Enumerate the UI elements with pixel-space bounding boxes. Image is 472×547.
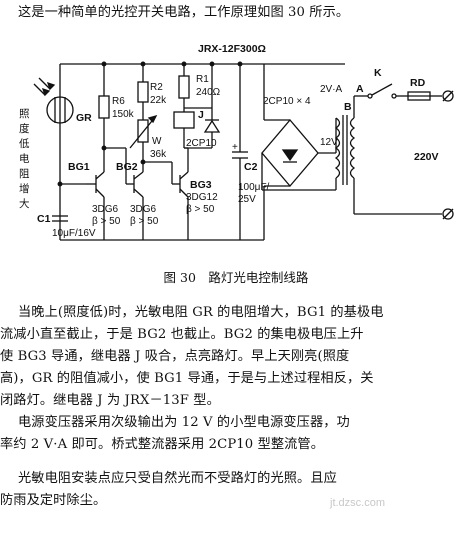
svg-text:阻: 阻 [19,168,30,180]
watermark: jt.dzsc.com [330,497,386,509]
svg-text:照: 照 [19,108,30,120]
w-value: 36k [150,149,167,160]
body-line-7: 率约 2 V·A 即可。桥式整流器采用 2CP10 型整流管。 [0,437,325,452]
terminal-top [442,90,454,102]
terminal-bottom [442,208,454,220]
potentiometer-w [129,114,158,162]
body-line-1: 当晚上(照度低)时，光敏电阻 GR 的电阻增大，BG1 的基极电 [18,305,384,320]
transistor-bg1 [86,171,105,240]
relay-model-label: JRX-12F300Ω [198,43,266,55]
body-line-4: 高)，GR 的阻值减小，使 BG1 导通，于是与上述过程相反，关 [0,371,374,386]
r1-value: 240Ω [196,87,221,98]
body-line-3: 使 BG3 导通，继电器 J 吸合，点亮路灯。早上天刚亮(照度 [0,349,350,364]
bg1-name: BG1 [68,161,90,173]
svg-text:+: + [232,142,238,153]
gr-label: GR [76,112,92,124]
capacitor-c2 [232,151,248,240]
body-line-5: 闭路灯。继电器 J 为 JRX－13F 型。 [0,393,220,408]
a-label: A [356,83,364,95]
12v-label: 12V [320,137,338,148]
svg-text:度: 度 [19,122,30,135]
body-line-8: 光敏电阻安装点应只受自然光而不受路灯的光照。且应 [18,471,337,486]
transistor-bg3 [172,171,189,240]
body-line-2: 流减小直至截止，于是 BG2 也截止。BG2 的集电极电压上升 [0,327,364,342]
bg3-beta: β > 50 [186,204,215,215]
w-name: W [152,136,162,147]
diode-label: 2CP10 [186,138,217,149]
transistor-bg2 [126,162,144,240]
diode-2cp10 [184,108,221,149]
bg2-beta: β > 50 [130,216,159,227]
svg-text:电: 电 [19,152,30,165]
bg1-type: 3DG6 [92,204,119,215]
transformer [334,96,356,214]
bridge-rectifier [261,118,319,188]
fuse-rd [407,91,431,101]
j-label: J [198,109,204,121]
r2-name: R2 [150,82,163,93]
c1-value: 10μF/16V [52,228,96,239]
resistor-r6 [98,64,110,172]
c2-voltage: 25V [238,194,256,205]
resistor-r1 [178,64,212,109]
c2-value: 100μF/ [238,182,270,193]
bg3-name: BG3 [190,179,212,191]
capacitor-c1 [52,215,68,222]
body-line-6: 电源变压器采用次级输出为 12 V 的小型电源变压器，功 [18,415,350,430]
220v-label: 220V [414,151,439,163]
bg2-name: BG2 [116,161,138,173]
bg1-beta: β > 50 [92,216,121,227]
figure-caption: 图 30 路灯光电控制线路 [163,270,309,285]
transformer-power: 2V·A [320,84,343,95]
c1-label: C1 [37,213,51,225]
gr-note: 照 度 低 电 阻 增 大 [19,108,30,210]
k-label: K [374,67,382,79]
bg2-type: 3DG6 [130,204,157,215]
intro-line: 这是一种简单的光控开关电路，工作原理如图 30 所示。 [18,5,350,20]
rd-label: RD [410,77,426,89]
svg-text:低: 低 [19,137,30,150]
c2-name: C2 [244,161,258,173]
bridge-label: 2CP10 × 4 [263,96,311,107]
circuit-diagram: GR 照 度 低 电 阻 增 大 C1 10μF/16V R6 150k [19,43,454,241]
b-label: B [344,101,352,113]
relay-coil-j [173,108,195,172]
r6-value: 150k [112,109,135,120]
bg3-type: 3DG12 [186,192,218,203]
body-line-9: 防雨及定时除尘。 [0,493,107,508]
photoresistor-gr [33,77,74,124]
svg-text:大: 大 [19,197,30,210]
resistor-r2 [137,64,149,120]
svg-text:增: 增 [19,182,30,195]
r2-value: 22k [150,95,167,106]
r6-name: R6 [112,96,125,107]
r1-name: R1 [196,74,209,85]
relay-switch-k [367,83,397,99]
